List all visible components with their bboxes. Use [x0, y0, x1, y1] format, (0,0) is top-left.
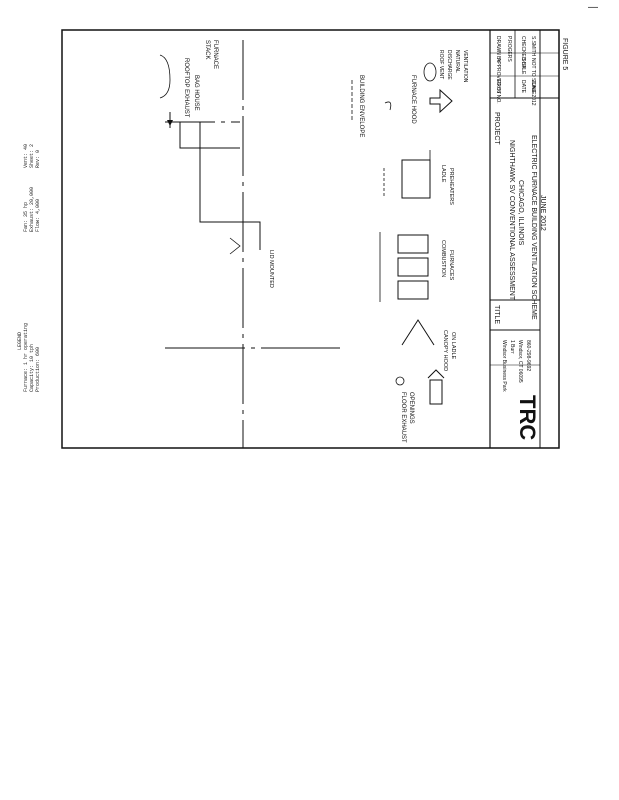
- svg-text:ON LADLE: ON LADLE: [450, 332, 456, 360]
- floor-exhaust-label: FLOOR EXHAUST: [400, 392, 406, 443]
- svg-text:Production: 600: Production: 600: [35, 347, 41, 392]
- svg-text:S.SMITH: S.SMITH: [530, 36, 536, 57]
- svg-text:1 Burr: 1 Burr: [509, 340, 515, 354]
- notes: LEGEND Furnace: 1 hr operating Capacity:…: [17, 144, 41, 392]
- firm-logo: TRC: [515, 395, 540, 440]
- corner-mark: —: [588, 2, 598, 13]
- building-env-label: BUILDING ENVELOPE: [358, 75, 364, 137]
- firm-address: Windsor Business Park 1 Burr Windsor, CT…: [501, 340, 531, 392]
- lid-mount-icon: [229, 237, 241, 255]
- combustion-label: COMBUSTION: [440, 240, 446, 277]
- lid-mount-label: LID MOUNTED: [268, 250, 274, 288]
- figure-label: FIGURE 5: [561, 38, 568, 70]
- project-label: PROJECT: [493, 112, 500, 145]
- up-arrow-icon: [427, 369, 445, 379]
- svg-text:Sheet: 2: Sheet: 2: [29, 144, 35, 168]
- svg-text:SCALE: SCALE: [520, 58, 526, 75]
- svg-text:CHECKED BY: CHECKED BY: [520, 36, 526, 69]
- project-line-2: CHICAGO, ILLINOIS: [517, 180, 524, 246]
- svg-text:DATE: DATE: [520, 80, 526, 94]
- svg-text:Windsor, CT 06095: Windsor, CT 06095: [517, 340, 523, 383]
- drawing-border: [61, 29, 560, 449]
- stack-label: STACK: [204, 40, 210, 60]
- combustion-furnaces: [379, 232, 429, 302]
- brace: [159, 54, 171, 99]
- sheet-title: ELECTRIC FURNACE BUILDING VENTILATION SC…: [530, 135, 537, 320]
- canopy-label: CANOPY HOOD: [442, 330, 448, 371]
- svg-text:VENTILATION: VENTILATION: [462, 50, 468, 83]
- svg-text:Fan: 35 hp: Fan: 35 hp: [23, 202, 29, 232]
- svg-text:DRAWN BY: DRAWN BY: [495, 36, 501, 63]
- project-line-1: NIGHTHAWK SV CONVENTIONAL ASSESSMENT: [508, 140, 515, 301]
- canopy-hood-icon: [401, 319, 435, 346]
- exhaust-label: ROOFTOP EXHAUST: [183, 58, 189, 118]
- svg-text:FURNACE: FURNACE: [212, 40, 218, 69]
- svg-text:NOT TO SCALE: NOT TO SCALE: [530, 58, 536, 95]
- duct-1: [179, 122, 240, 149]
- svg-text:PREHEATERS: PREHEATERS: [448, 168, 454, 205]
- baghouse-label: BAG HOUSE: [193, 75, 199, 111]
- roof-vent-arrow: [429, 88, 453, 114]
- natural-vent-label: NATURAL: [454, 50, 460, 73]
- svg-text:FURNACES: FURNACES: [448, 250, 454, 281]
- vent-circle: [395, 376, 405, 386]
- svg-text:JUNE 2012: JUNE 2012: [530, 80, 536, 106]
- svg-text:Capacity: 10 tph: Capacity: 10 tph: [29, 344, 35, 392]
- hood-label: FURNACE HOOD: [410, 75, 416, 124]
- svg-text:APPROVED BY: APPROVED BY: [495, 58, 501, 95]
- roof-vent-label: ROOF VENT: [438, 50, 444, 79]
- duct-2: [199, 122, 261, 250]
- svg-text:860-298-9692: 860-298-9692: [525, 340, 531, 371]
- sheet-date: JUNE 2012: [539, 195, 546, 231]
- floor-exhaust-box: [429, 379, 443, 405]
- svg-text:LEGEND: LEGEND: [17, 332, 23, 350]
- svg-text:PROJ NO.: PROJ NO.: [495, 80, 501, 104]
- title-block-cells: DRAWN BY P.ROGERS CHECKED BY S.SMITH APP…: [495, 36, 536, 106]
- title-label: TITLE: [493, 305, 500, 324]
- svg-text:DISCHARGE: DISCHARGE: [446, 50, 452, 80]
- ladle-label: LADLE: [440, 165, 446, 183]
- svg-text:Flow: 4,000: Flow: 4,000: [35, 199, 41, 232]
- ladle-preheaters: [383, 150, 431, 199]
- svg-text:Furnace: 1 hr operating: Furnace: 1 hr operating: [23, 323, 29, 392]
- svg-text:P.ROGERS: P.ROGERS: [506, 36, 512, 62]
- svg-text:Rev: 0: Rev: 0: [35, 150, 41, 168]
- svg-text:Windsor Business Park: Windsor Business Park: [501, 340, 507, 392]
- hook-icon: [384, 101, 392, 111]
- arrow-icon: [167, 120, 173, 126]
- svg-text:Exhaust: 20,000: Exhaust: 20,000: [29, 187, 35, 232]
- svg-text:Vent: 40: Vent: 40: [23, 144, 29, 168]
- svg-text:OPENINGS: OPENINGS: [408, 392, 414, 424]
